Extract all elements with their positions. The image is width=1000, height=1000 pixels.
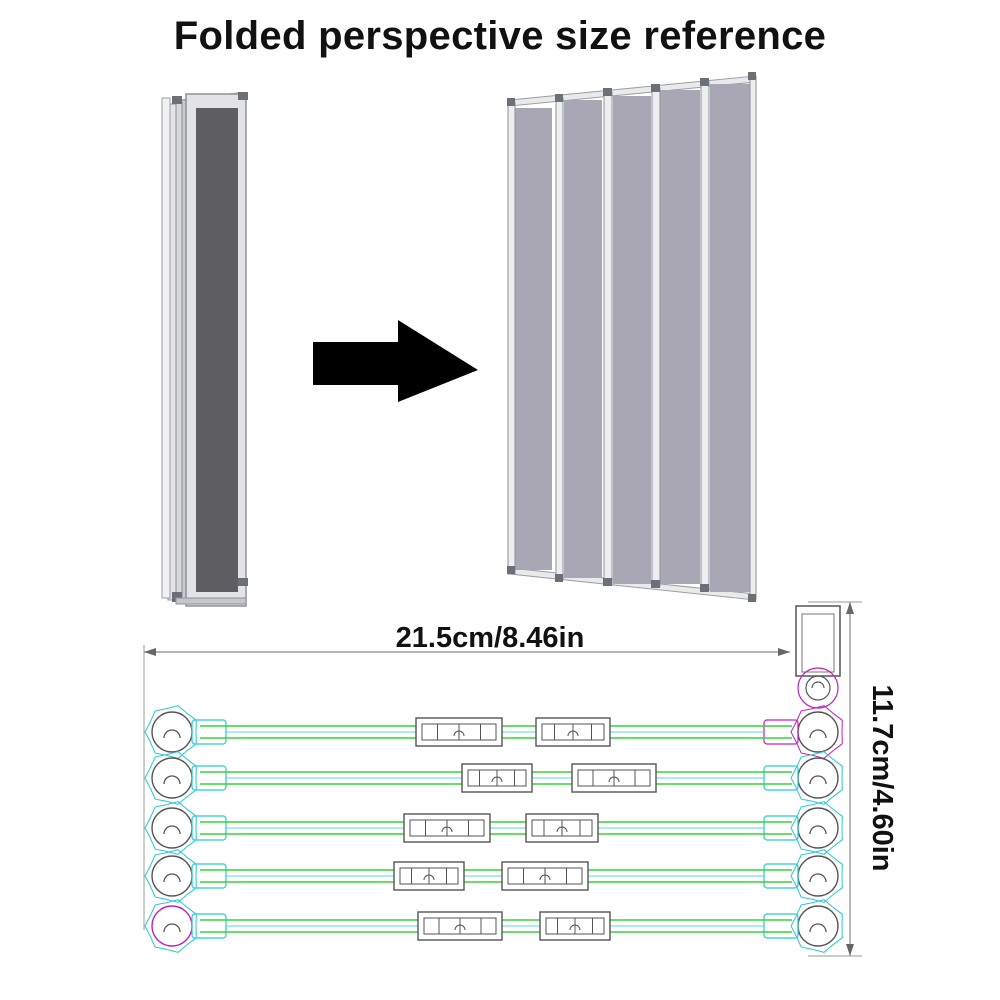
right-hinge-core bbox=[809, 729, 827, 739]
left-connector bbox=[191, 815, 227, 841]
glass-panel-4 bbox=[660, 90, 700, 584]
seal-outline bbox=[790, 751, 843, 805]
profile-clip bbox=[608, 776, 620, 783]
left-hinge bbox=[151, 905, 193, 947]
height-dimension bbox=[808, 601, 862, 957]
left-hinge bbox=[151, 855, 193, 897]
width-dimension bbox=[143, 645, 790, 930]
profile-clip bbox=[441, 826, 453, 833]
seal-outline bbox=[790, 849, 843, 903]
profile-clip bbox=[491, 776, 503, 783]
end-profile bbox=[795, 605, 841, 709]
left-hinge bbox=[151, 757, 193, 799]
right-hinge bbox=[797, 807, 839, 849]
width-label: 21.5cm/8.46in bbox=[396, 622, 585, 654]
seal-outline bbox=[790, 899, 843, 953]
left-connector bbox=[191, 765, 227, 791]
profile-clip bbox=[539, 874, 551, 881]
left-hinge-core bbox=[163, 729, 181, 739]
cross-section-diagram bbox=[144, 705, 843, 953]
profile-clip bbox=[454, 924, 466, 931]
glass-panel-3 bbox=[613, 96, 651, 584]
right-hinge-core bbox=[809, 775, 827, 785]
right-connector bbox=[763, 719, 799, 745]
folded-glass bbox=[196, 108, 238, 592]
profile-clip bbox=[567, 730, 579, 737]
height-label: 11.7cm/4.60in bbox=[866, 684, 898, 871]
right-connector bbox=[763, 863, 799, 889]
left-hinge bbox=[151, 711, 193, 753]
profile-clip bbox=[423, 874, 435, 881]
right-hinge-core bbox=[809, 825, 827, 835]
right-connector bbox=[763, 913, 799, 939]
seal-outline bbox=[790, 705, 843, 759]
left-connector bbox=[191, 863, 227, 889]
right-hinge bbox=[797, 855, 839, 897]
right-connector bbox=[763, 815, 799, 841]
seal-outline bbox=[144, 705, 197, 759]
profile-clip bbox=[453, 730, 465, 737]
seal-outline bbox=[144, 801, 197, 855]
profile-clip bbox=[556, 826, 568, 833]
profile-clip bbox=[569, 924, 581, 931]
right-hinge bbox=[797, 757, 839, 799]
glass-panel-5 bbox=[710, 84, 750, 592]
page-title: Folded perspective size reference bbox=[173, 14, 827, 58]
left-connector bbox=[191, 719, 227, 745]
seal-outline bbox=[144, 751, 197, 805]
left-hinge-core bbox=[163, 923, 181, 933]
seal-outline bbox=[144, 899, 197, 953]
left-hinge bbox=[151, 807, 193, 849]
glass-panel-2 bbox=[564, 100, 602, 578]
glass-panel-1 bbox=[514, 108, 552, 570]
right-hinge bbox=[797, 905, 839, 947]
left-hinge-core bbox=[163, 825, 181, 835]
right-connector bbox=[763, 765, 799, 791]
seal-outline bbox=[144, 849, 197, 903]
right-hinge-core bbox=[809, 923, 827, 933]
folded-panel-stack bbox=[161, 92, 248, 607]
seal-outline bbox=[790, 801, 843, 855]
right-hinge bbox=[797, 711, 839, 753]
unfolded-screen bbox=[507, 72, 757, 602]
arrow-right-icon bbox=[313, 320, 478, 402]
left-hinge-core bbox=[163, 873, 181, 883]
left-connector bbox=[191, 913, 227, 939]
left-hinge-core bbox=[163, 775, 181, 785]
right-hinge-core bbox=[809, 873, 827, 883]
